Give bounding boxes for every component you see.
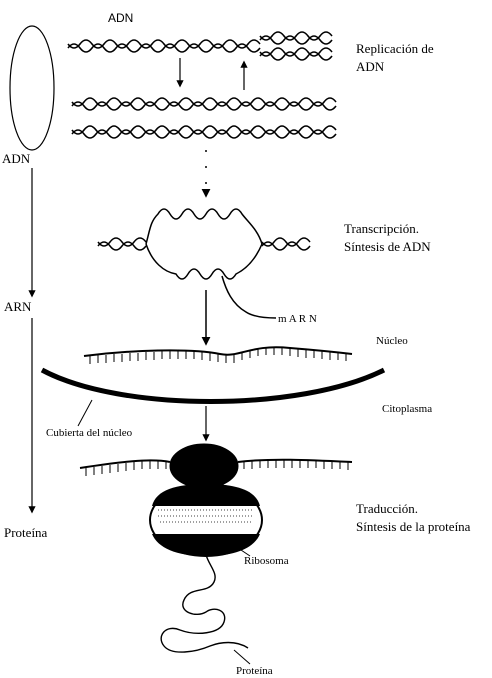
label-transcripcion-line1: Transcripción. <box>344 220 419 237</box>
replication-arrows <box>180 58 244 90</box>
replication-loop <box>10 26 54 150</box>
envelope-leader-line <box>78 400 92 426</box>
label-traduccion-line2: Síntesis de la proteína <box>356 518 470 535</box>
label-proteina-left: Proteína <box>4 524 47 541</box>
label-replicacion-line2: ADN <box>356 58 384 75</box>
mrna-strand <box>222 276 276 318</box>
label-replicacion-line1: Replicación de <box>356 40 434 57</box>
protein-leader-line <box>234 650 250 664</box>
label-citoplasma: Citoplasma <box>382 402 432 416</box>
ribosome-small-subunit <box>170 444 238 488</box>
transcription-bubble-top <box>146 209 262 244</box>
label-cubierta-del-nucleo: Cubierta del núcleo <box>46 426 132 440</box>
label-ribosoma: Ribosoma <box>244 554 289 568</box>
ribosome-dark-band-top <box>152 484 260 506</box>
label-proteina-bottom: Proteína <box>236 664 273 678</box>
label-traduccion-line1: Traducción. <box>356 500 418 517</box>
label-adn-top: ADN <box>108 10 133 27</box>
transcription-bubble-bottom <box>146 244 262 279</box>
translation-graphic <box>80 444 352 664</box>
label-transcripcion-line2: Síntesis de ADN <box>344 238 431 255</box>
label-arn-left: ARN <box>4 298 31 315</box>
label-adn-left: ADN <box>2 150 30 167</box>
label-marn: m A R N <box>278 312 317 326</box>
dna-replication-graphic <box>68 32 336 138</box>
nuclear-envelope <box>42 370 384 402</box>
label-nucleo: Núcleo <box>376 334 408 348</box>
